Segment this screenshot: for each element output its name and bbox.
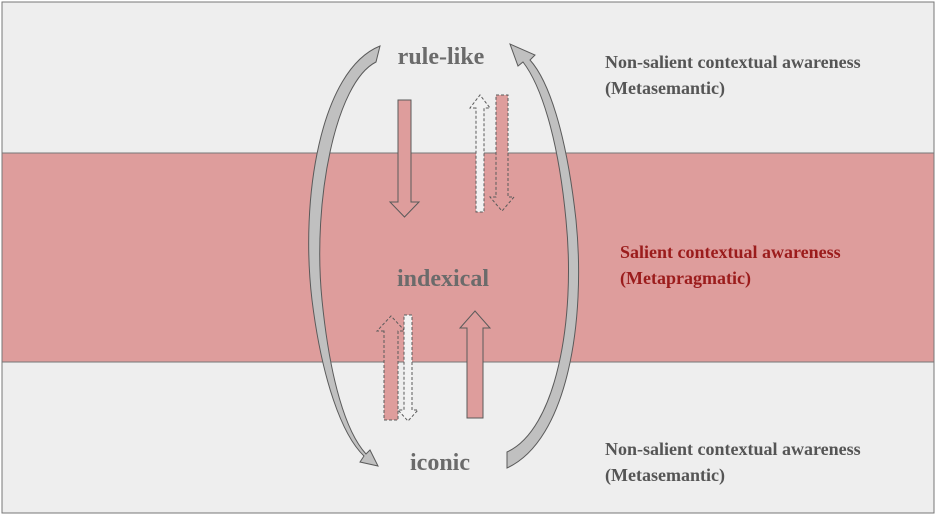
lower-band-label-line1: Non-salient contextual awareness	[605, 439, 861, 459]
node-indexical: indexical	[397, 266, 489, 292]
dashed-up-arrow-bottom	[375, 315, 407, 421]
upper-band-label-line1: Non-salient contextual awareness	[605, 52, 861, 72]
upper-band	[1, 1, 935, 154]
left-curved-arrow-body	[308, 45, 381, 467]
node-rule-like: rule-like	[398, 44, 485, 70]
right-curved-arrow	[506, 43, 580, 469]
dashed-down-arrow-bottom	[396, 314, 420, 422]
node-iconic: iconic	[410, 450, 470, 476]
middle-band-label-line1: Salient contextual awareness	[620, 242, 841, 262]
up-arrow-bottom	[458, 310, 492, 419]
upper-band-label-line2: (Metasemantic)	[605, 78, 725, 99]
dashed-up-arrow-top	[468, 94, 492, 213]
dashed-down-arrow-top	[488, 94, 516, 212]
right-curved-arrow-body	[506, 43, 580, 469]
left-curved-arrow	[308, 45, 381, 467]
lower-band-label-line2: (Metasemantic)	[605, 465, 725, 486]
middle-band-label-line2: (Metapragmatic)	[620, 268, 751, 289]
down-arrow-top	[388, 99, 421, 218]
